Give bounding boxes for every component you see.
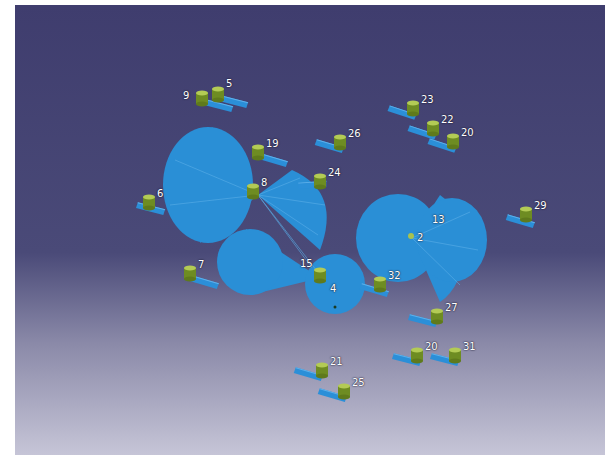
callout-number: 7	[198, 259, 204, 271]
callout-number: 8	[261, 177, 267, 189]
fan	[163, 127, 253, 243]
fan-rays	[170, 160, 478, 285]
callout-number: 15	[300, 258, 313, 270]
callout-number: 6	[157, 188, 163, 200]
callout-number: 25	[352, 377, 365, 389]
callout-number: 19	[266, 138, 279, 150]
callout-number: 9	[183, 90, 189, 102]
sensor-bars	[136, 95, 536, 402]
callout-number: 21	[330, 356, 343, 368]
callout-number: 24	[328, 167, 341, 179]
fan	[305, 254, 365, 314]
callout-number: 27	[445, 302, 458, 314]
callout-number: 29	[534, 200, 547, 212]
callout-number: 31	[463, 341, 476, 353]
callout-number: 4	[330, 283, 336, 295]
fan	[417, 198, 487, 282]
fan	[217, 229, 283, 295]
callout-number: 13	[432, 214, 445, 226]
callout-number: 2	[417, 232, 423, 244]
callout-number: 5	[226, 78, 232, 90]
callout-number: 20	[461, 127, 474, 139]
callout-number: 20	[425, 341, 438, 353]
callout-number: 22	[441, 114, 454, 126]
sensor-cylinders	[143, 87, 532, 400]
callout-number: 32	[388, 270, 401, 282]
coverage-fans	[163, 127, 487, 314]
callout-number: 26	[348, 128, 361, 140]
background	[15, 5, 605, 455]
callout-number: 23	[421, 94, 434, 106]
